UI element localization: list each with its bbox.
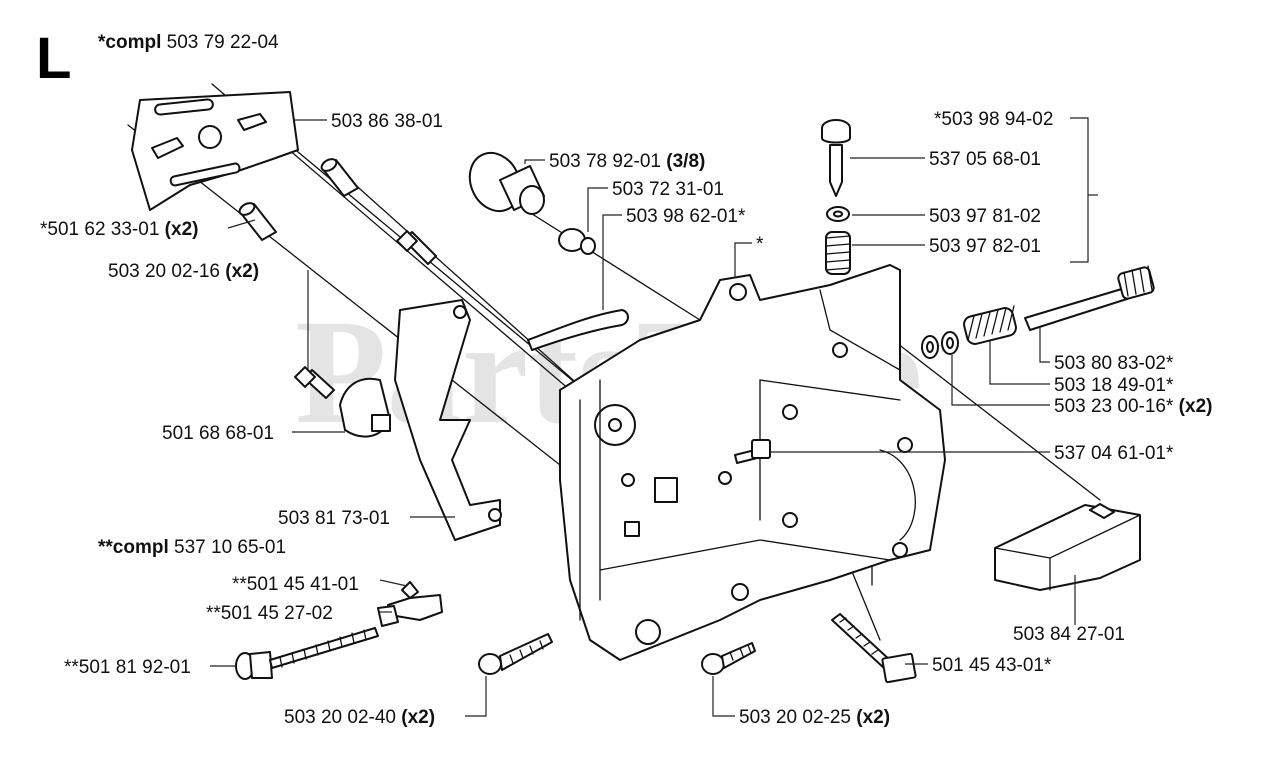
watermark-tm: TM <box>935 344 949 355</box>
callout-537-04-61-01: 537 04 61-01* <box>1054 443 1174 464</box>
tensioner-nut <box>377 594 443 627</box>
spacer-lower <box>238 202 277 241</box>
screw-upper <box>396 230 437 265</box>
callout-503-72-31-01: 503 72 31-01 <box>612 179 724 200</box>
washer <box>826 206 850 222</box>
callout-503-97-82-01: 503 97 82-01 <box>929 236 1041 257</box>
callout-503-97-81-02: 503 97 81-02 <box>929 206 1041 227</box>
spring-horizontal <box>963 305 1017 345</box>
callout-501-62-33-01: *501 62 33-01 (x2) <box>40 219 198 240</box>
spring-strip <box>527 309 629 351</box>
section-letter: L <box>36 26 71 91</box>
bolt-lower-left <box>478 633 553 675</box>
callout-501-45-43-01: 501 45 43-01* <box>932 655 1052 676</box>
block <box>994 503 1141 591</box>
clutch-cover-housing <box>559 264 946 661</box>
callout-503-84-27-01: 503 84 27-01 <box>1013 624 1125 645</box>
callout-star: * <box>756 234 764 255</box>
assembly-header: *compl 503 79 22-04 <box>98 32 279 53</box>
tensioner-pin <box>401 581 419 599</box>
callout-503-86-38-01: 503 86 38-01 <box>331 111 443 132</box>
spacer-upper <box>320 158 359 197</box>
oil-nipple <box>734 439 771 464</box>
clip <box>339 377 391 438</box>
tensioner-screw <box>235 627 379 680</box>
callout-503-78-92-01: 503 78 92-01 (3/8) <box>549 151 705 172</box>
adjuster-screw <box>821 119 851 197</box>
callout-501-68-68-01: 501 68 68-01 <box>162 423 274 444</box>
spring-vertical <box>825 231 851 275</box>
screw-lower <box>294 366 335 399</box>
callout-503-98-62-01: 503 98 62-01* <box>626 206 746 227</box>
bushing <box>558 228 596 255</box>
callout-501-45-41-01: **501 45 41-01 <box>232 574 359 595</box>
callout-503-20-02-16: 503 20 02-16 (x2) <box>108 261 259 282</box>
leader-lines <box>210 117 1098 717</box>
callout-501-45-27-02: **501 45 27-02 <box>206 603 333 624</box>
washers-pair <box>921 331 959 359</box>
parts-drawing <box>127 83 1155 684</box>
callout-503-81-73-01: 503 81 73-01 <box>278 508 390 529</box>
callout-503-20-02-25: 503 20 02-25 (x2) <box>739 707 890 728</box>
callout-501-81-92-01: **501 81 92-01 <box>64 657 191 678</box>
callout-503-23-00-16: 503 23 00-16* (x2) <box>1054 396 1212 417</box>
callout-labels: 503 86 38-01 503 78 92-01 (3/8) 503 72 3… <box>40 109 1212 728</box>
callout-503-20-02-40: 503 20 02-40 (x2) <box>284 707 435 728</box>
callout-503-98-94-02: *503 98 94-02 <box>934 109 1053 130</box>
guide-plate <box>131 91 299 211</box>
chain-guard-plate <box>394 299 502 541</box>
callout-503-18-49-01: 503 18 49-01* <box>1054 375 1174 396</box>
tensioner-bolt <box>831 613 917 684</box>
tensioner-rod <box>1024 265 1155 331</box>
callout-537-05-68-01: 537 05 68-01 <box>929 149 1041 170</box>
sub-assembly-header: **compl 537 10 65-01 <box>98 537 286 558</box>
bolt-lower-right <box>701 642 756 675</box>
oil-cap <box>468 151 545 215</box>
callout-503-80-83-02: 503 80 83-02* <box>1054 353 1174 374</box>
